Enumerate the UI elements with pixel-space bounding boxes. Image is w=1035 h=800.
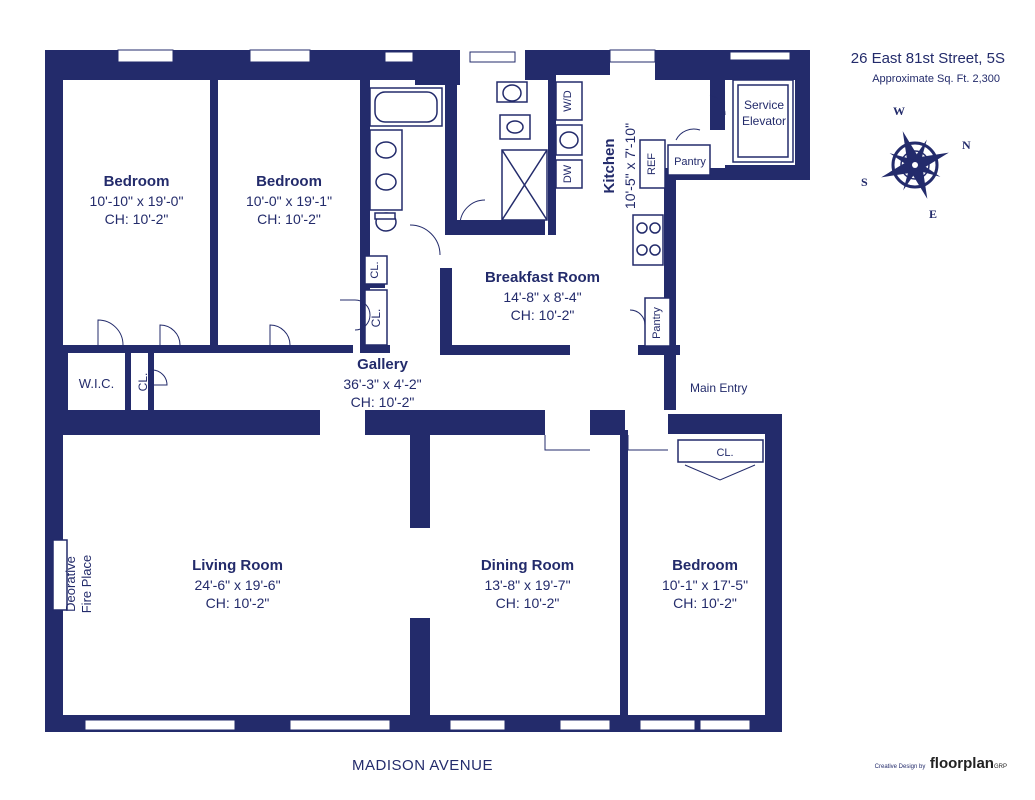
service-elevator-label: Service Elevator — [735, 98, 793, 129]
designer-credit: Creative Design by floorplanGRP — [875, 754, 1007, 775]
closet-label-hall-1: CL. — [369, 261, 381, 279]
room-bedroom-2: Bedroom 10'-0" x 19'-1" CH: 10'-2" — [218, 172, 360, 228]
fireplace-label: Deorative Fire Place — [63, 544, 97, 624]
service-elevator-line-2: Elevator — [741, 113, 787, 128]
compass-n: N — [962, 138, 971, 152]
compass-w: W — [893, 104, 905, 118]
closets — [52, 255, 764, 611]
room-ceiling-height: CH: 10'-2" — [350, 393, 415, 410]
pantry-label-lower: Pantry — [651, 307, 663, 339]
room-bedroom-1: Bedroom 10'-10" x 19'-0" CH: 10'-2" — [63, 172, 210, 228]
fireplace-line-1: Deorative — [63, 556, 78, 612]
interior-walls — [63, 75, 726, 718]
refrigerator-label: REF — [646, 153, 658, 175]
closet-label-gallery: CL. — [136, 372, 150, 392]
street-label: MADISON AVENUE — [352, 757, 493, 774]
fireplace-line-2: Fire Place — [79, 554, 94, 614]
room-dimensions: 13'-8" x 19'-7" — [484, 576, 571, 593]
room-ceiling-height: CH: 10'-2" — [510, 306, 575, 323]
credit-brand: floorplan — [929, 755, 994, 772]
compass-s: S — [861, 175, 868, 189]
closet-label-hall-2: CL. — [369, 308, 383, 328]
closet-label-bedroom: CL. — [716, 447, 734, 459]
room-name: Gallery — [357, 356, 408, 373]
room-dimensions: 10'-5" x 7'-10" — [622, 122, 638, 210]
room-dining: Dining Room 13'-8" x 19'-7" CH: 10'-2" — [450, 556, 605, 612]
main-entry-label: Main Entry — [690, 381, 748, 395]
room-name: Bedroom — [672, 557, 738, 574]
room-breakfast: Breakfast Room 14'-8" x 8'-4" CH: 10'-2" — [455, 268, 630, 324]
compass-e: E — [929, 207, 938, 221]
room-living: Living Room 24'-6" x 19'-6" CH: 10'-2" — [160, 556, 315, 612]
room-gallery: Gallery 36'-3" x 4'-2" CH: 10'-2" — [300, 355, 465, 411]
washer-dryer-label: W/D — [562, 90, 574, 112]
credit-prefix: Creative Design by — [874, 764, 926, 770]
room-ceiling-height: CH: 10'-2" — [495, 594, 560, 611]
room-bedroom-3: Bedroom 10'-1" x 17'-5" CH: 10'-2" — [635, 556, 775, 612]
room-ceiling-height: CH: 10'-2" — [673, 594, 737, 611]
pantry-label-upper: Pantry — [674, 156, 706, 168]
top-windows — [117, 49, 791, 63]
credit-suffix: GRP — [993, 764, 1007, 770]
room-dimensions: 24'-6" x 19'-6" — [194, 576, 281, 593]
dishwasher-label: DW — [562, 164, 574, 184]
kitchen-appliances — [555, 81, 711, 347]
room-name: Kitchen — [601, 138, 618, 194]
wic-label: W.I.C. — [78, 376, 115, 391]
square-footage: Approximate Sq. Ft. 2,300 — [872, 73, 1000, 85]
compass-rose — [881, 131, 949, 199]
room-name: Dining Room — [480, 557, 575, 574]
address-title: 26 East 81st Street, 5S — [850, 50, 1005, 67]
service-elevator — [732, 79, 794, 163]
room-name: Bedroom — [103, 173, 170, 190]
bottom-windows — [84, 719, 751, 731]
room-ceiling-height: CH: 10'-2" — [205, 594, 270, 611]
door-swings — [97, 94, 756, 481]
room-dimensions: 10'-0" x 19'-1" — [245, 192, 333, 209]
room-ceiling-height: CH: 10'-2" — [104, 210, 169, 227]
room-name: Bedroom — [256, 173, 322, 190]
room-name: Breakfast Room — [484, 269, 601, 286]
room-dimensions: 14'-8" x 8'-4" — [503, 288, 582, 305]
room-ceiling-height: CH: 10'-2" — [257, 210, 321, 227]
room-dimensions: 36'-3" x 4'-2" — [343, 375, 422, 392]
room-name: Living Room — [192, 557, 283, 574]
service-elevator-line-1: Service — [743, 98, 784, 112]
room-dimensions: 10'-1" x 17'-5" — [661, 576, 749, 593]
room-dimensions: 10'-10" x 19'-0" — [89, 192, 184, 209]
bathroom-fixtures — [369, 81, 548, 232]
room-kitchen: Kitchen 10'-5" x 7'-10" — [600, 106, 640, 226]
